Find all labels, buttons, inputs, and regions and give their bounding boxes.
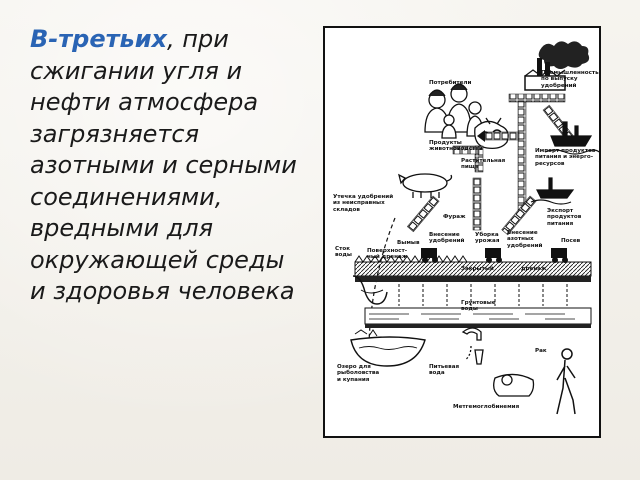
label-closed-drainage: Закрытый [461, 266, 494, 272]
tap-icon [461, 327, 484, 365]
groundwater-layer [364, 307, 592, 328]
label-export: Экспорт продуктов питания [547, 208, 582, 227]
factory-icon [524, 41, 590, 91]
slide-text-body: , при сжигании угля и нефти атмосфера за… [30, 25, 297, 305]
label-surface-drainage: Поверхност- ный дренаж [367, 248, 408, 261]
export-ship-icon [530, 177, 575, 205]
pig-icon [398, 173, 453, 198]
man-icon [556, 348, 576, 415]
label-industry: Промышленность по выпуску удобрений [541, 70, 599, 89]
flow-chains [406, 93, 577, 236]
label-feed: Фураж [443, 214, 466, 220]
consumers-icon [424, 83, 484, 139]
label-drainage: дренаж [521, 266, 547, 272]
label-leak: Утечка удобрений из неисправных складов [333, 194, 394, 213]
nitrogen-cycle-diagram: Потребители Промышленность по выпуску уд… [323, 26, 601, 438]
label-methemoglobinemia: Метгемоглобинемия [453, 404, 520, 410]
baby-icon [493, 373, 535, 397]
label-washout: Вымыв [397, 240, 420, 246]
label-fertilizer-in-1: Внесение удобрений [429, 232, 465, 245]
lake-icon [350, 329, 426, 367]
label-drinking-water: Питьевая вода [429, 364, 460, 377]
label-groundwater: Грунтовые воды [461, 300, 496, 313]
runoff-basin [352, 275, 388, 305]
diagram-drawing [350, 41, 599, 415]
label-import: Импорт продуктов питания и энерго- ресур… [535, 148, 596, 167]
label-fertilizer-in-2: Внесение азотных удобрений [507, 230, 543, 249]
field [354, 248, 592, 282]
label-dairy: Продукты животноводства [429, 140, 483, 153]
ship-icon [544, 121, 599, 155]
label-sowing: Посев [561, 238, 581, 244]
label-human: Рак [535, 348, 547, 354]
percolation-arrows [398, 284, 568, 306]
slide-text: В-третьих, при сжигании угля и нефти атм… [30, 24, 300, 308]
slide-text-accent: В-третьих [30, 25, 168, 53]
label-lake: Озеро для рыболовства и купания [337, 364, 380, 383]
label-consumers: Потребители [429, 80, 472, 86]
label-harvest: Уборка урожая [475, 232, 500, 245]
label-plant-food: Растительная пища [461, 158, 506, 171]
label-runoff: Сток воды [335, 246, 352, 259]
